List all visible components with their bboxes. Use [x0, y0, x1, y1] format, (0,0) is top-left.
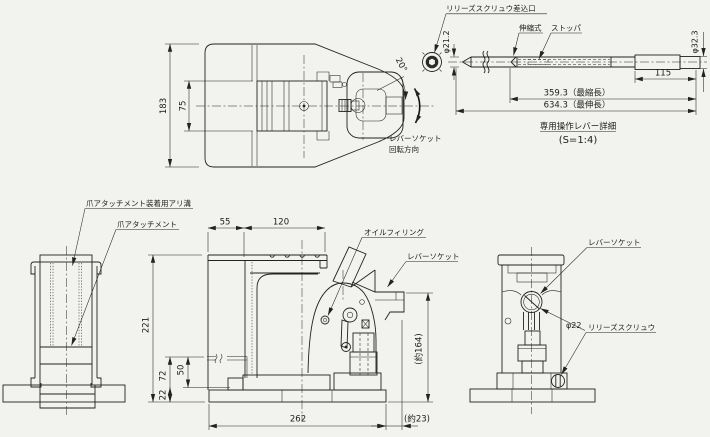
dim-23-label: (約23): [404, 414, 430, 425]
rear-base-plate: [469, 388, 596, 403]
rear-view: レバーソケット φ22 リリーズスクリュウ: [469, 238, 656, 414]
dia-22-label: φ22: [566, 321, 581, 330]
dim-120-label: 120: [273, 218, 289, 228]
release-screw: [551, 374, 565, 388]
side-view: オイルフィリング レバーソケット 55 120 221 72 50 22 262…: [142, 218, 460, 430]
side-claw-lowered: [207, 353, 248, 378]
release-port-label: リリーズスクリュウ差込口: [446, 3, 536, 13]
dim-183-label: 183: [159, 98, 169, 114]
dim-22-label: 22: [159, 390, 169, 401]
rear-side-hole: [504, 317, 512, 325]
plan-body-outline: [204, 43, 405, 168]
plan-socket-spline: [338, 98, 366, 113]
dovetail-label: 爪アタッチメント装着用アリ溝: [86, 198, 191, 208]
rotation-direction-arrow: [413, 88, 422, 124]
lever-end-section: [422, 52, 442, 72]
side-head-plate: [208, 254, 328, 274]
oil-fill-plug: [320, 315, 330, 325]
dim-164-label: (約164): [414, 333, 425, 364]
rear-body-sides: [501, 265, 562, 373]
side-casing: [256, 273, 318, 378]
side-claw-column: [207, 255, 246, 390]
front-head-plate: [39, 254, 93, 263]
plan-view: 20° レバーソケット 回転方向 183 75: [159, 43, 442, 168]
dim-retracted-label: 359.3（最縮長）: [544, 88, 611, 99]
front-base-plate: [2, 384, 126, 403]
front-view: 爪アタッチメント装着用アリ溝 爪アタッチメント: [2, 198, 193, 416]
plan-oil-plug: [329, 75, 347, 88]
dia-32-label: φ32.3: [691, 30, 700, 53]
stopper-label: ストッパ: [551, 24, 581, 33]
front-body-sides: [34, 266, 98, 378]
oil-filling-label: オイルフィリング: [364, 227, 424, 237]
dim-262-label: 262: [290, 415, 306, 425]
lever-detail-view: リリーズスクリュウ差込口 伸縮式 ストッパ φ21.2: [422, 3, 707, 146]
rear-mount-block: [496, 372, 568, 390]
dia-21-label: φ21.2: [442, 30, 451, 53]
plan-angle-label: 20°: [393, 56, 409, 74]
rotation-direction-label-1: レバーソケット: [389, 134, 442, 143]
side-pump-assembly: [332, 246, 405, 376]
dim-extended-label: 634.3（最伸長）: [544, 100, 611, 111]
rear-pump-stack: [517, 330, 547, 374]
lever-detail-scale: (S=1:4): [559, 135, 598, 146]
front-guide-hooks: [30, 377, 102, 388]
plan-swivel-bracket: [346, 71, 404, 139]
side-base-plate: [208, 389, 387, 403]
claw-attachment-label: 爪アタッチメント: [117, 220, 177, 229]
telescopic-label: 伸縮式: [519, 23, 542, 33]
rear-head-plate: [497, 254, 565, 266]
rotation-direction-label-2: 回転方向: [389, 144, 419, 154]
dim-221-label: 221: [142, 317, 152, 333]
dim-115-label: 115: [655, 69, 671, 79]
release-screw-label: リリーズスクリュウ: [588, 322, 655, 332]
lever-detail-title: 専用操作レバー詳細: [540, 121, 617, 132]
side-pump-mount: [333, 372, 382, 391]
front-dovetail-grooves: [50, 263, 82, 347]
side-claw-mount-pad: [242, 374, 331, 391]
dim-75-label: 75: [179, 101, 189, 112]
side-lever-socket-label: レバーソケット: [407, 252, 460, 261]
lever-rod: [448, 50, 707, 74]
dim-50-label: 50: [177, 365, 187, 376]
dim-72-label: 72: [159, 371, 169, 382]
rear-lever-socket-label: レバーソケット: [588, 238, 641, 247]
dim-55-label: 55: [220, 218, 231, 228]
